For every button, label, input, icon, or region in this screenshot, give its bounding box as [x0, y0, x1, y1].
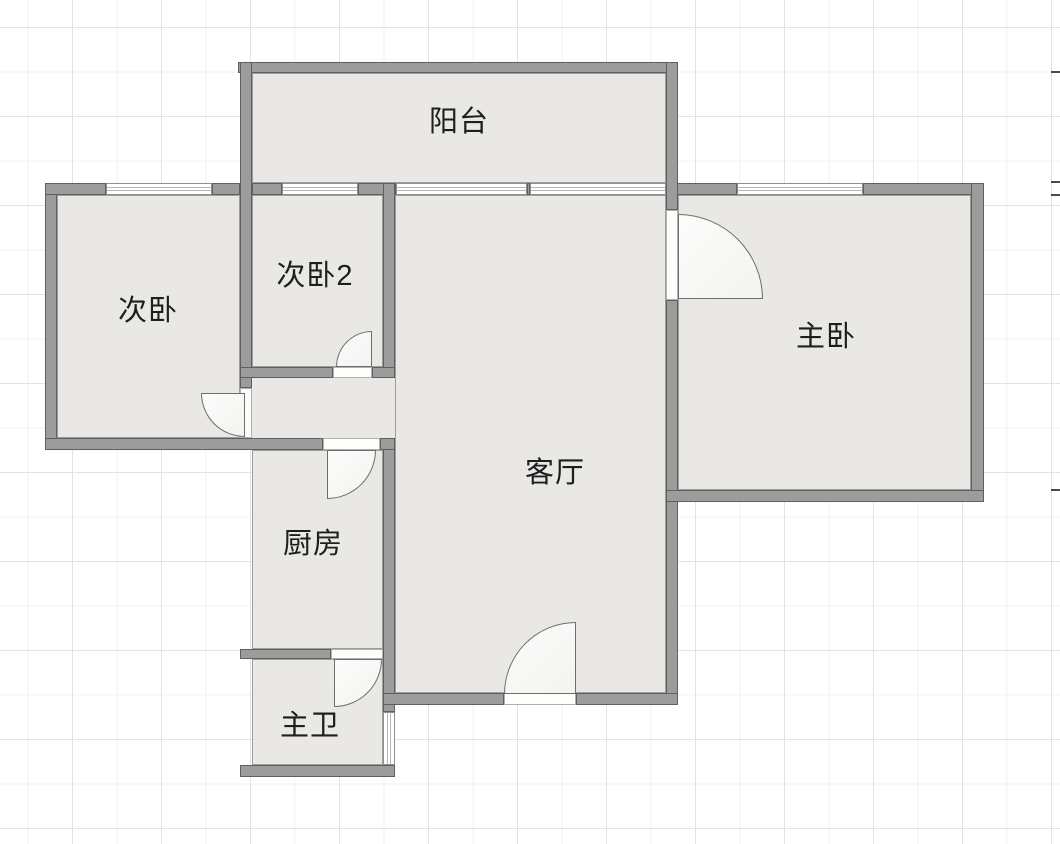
room-label-master-bathroom: 主卫 [279, 710, 341, 742]
window-master-window[interactable] [737, 183, 863, 195]
wall-living-right-lower[interactable] [666, 300, 678, 705]
window-balcony-living-window-2[interactable] [530, 183, 666, 195]
wall-master-bottom[interactable] [666, 490, 984, 502]
window-bathroom-window[interactable] [383, 712, 395, 765]
room-label-kitchen: 厨房 [282, 528, 344, 560]
ruler-tick-2 [1051, 194, 1060, 196]
door-opening-entry-door [504, 693, 576, 705]
wall-top-seg-3[interactable] [252, 183, 282, 195]
room-label-bedroom-2: 次卧 [117, 295, 179, 327]
room-hallway[interactable] [252, 378, 395, 438]
door-opening-bedroom-3-door [333, 367, 372, 378]
wall-top-seg-2[interactable] [212, 183, 240, 195]
wall-balcony-left[interactable] [240, 62, 252, 388]
ruler-tick-3 [1051, 489, 1060, 491]
ruler-tick-1 [1051, 181, 1060, 183]
wall-kitchen-bottom[interactable] [240, 649, 331, 659]
room-label-bedroom-3: 次卧2 [276, 260, 354, 292]
window-bedroom-2-window[interactable] [106, 183, 212, 195]
wall-top-mullion[interactable] [527, 183, 530, 195]
window-balcony-living-window-1[interactable] [396, 183, 527, 195]
wall-bath-bottom[interactable] [240, 765, 395, 777]
room-label-living-room: 客厅 [524, 457, 586, 489]
door-opening-master-bedroom-door [666, 210, 678, 300]
wall-balcony-top[interactable] [238, 62, 678, 73]
ruler-tick-0 [1051, 71, 1060, 73]
room-label-master-bedroom: 主卧 [795, 321, 857, 353]
room-living-room[interactable] [395, 195, 666, 693]
wall-kitchen-top-stub[interactable] [380, 438, 395, 450]
wall-living-bottom-a[interactable] [383, 693, 504, 705]
wall-master-right[interactable] [971, 183, 984, 502]
wall-living-right-upper[interactable] [666, 62, 678, 210]
wall-bed3-bottom-b[interactable] [372, 367, 395, 378]
room-label-balcony: 阳台 [428, 106, 490, 138]
wall-outer-left[interactable] [45, 183, 57, 450]
wall-bed3-bottom-a[interactable] [240, 367, 333, 378]
wall-mid-vert-upper[interactable] [383, 183, 395, 378]
wall-mid-vert-lower[interactable] [383, 438, 395, 712]
room-balcony[interactable] [252, 73, 666, 183]
wall-bed2-bottom[interactable] [45, 438, 323, 450]
wall-living-bottom-b[interactable] [576, 693, 678, 705]
wall-top-seg-6[interactable] [863, 183, 984, 195]
wall-top-seg-1[interactable] [45, 183, 106, 195]
door-opening-bathroom-door [331, 649, 383, 659]
window-bedroom-3-window[interactable] [282, 183, 358, 195]
door-opening-kitchen-door [323, 438, 380, 450]
